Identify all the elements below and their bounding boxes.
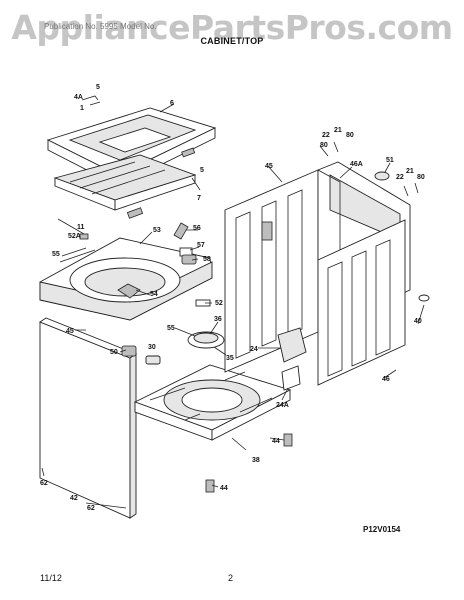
callout-55: 55	[52, 251, 60, 258]
callout-50: 50	[110, 349, 118, 356]
callout-52a: 52A	[68, 233, 81, 240]
screws[interactable]	[319, 141, 419, 197]
callout-53: 53	[153, 227, 161, 234]
callout-40: 40	[414, 318, 422, 325]
model-line: Publication No. 5995 Model No.	[44, 22, 157, 31]
lid-switch[interactable]	[121, 345, 161, 365]
page-number: 2	[228, 573, 234, 583]
small-hardware[interactable]	[173, 222, 211, 307]
callout-62a: 62	[40, 480, 48, 487]
callout-57: 57	[197, 242, 205, 249]
callout-45b: 45	[265, 163, 273, 170]
callout-55b: 55	[167, 325, 175, 332]
callout-22b: 22	[396, 174, 404, 181]
callout-5: 5	[96, 84, 100, 91]
callout-56: 56	[193, 225, 201, 232]
top-panel[interactable]	[39, 237, 213, 321]
callout-24a: 24A	[276, 402, 289, 409]
callout-54: 54	[150, 291, 158, 298]
feet-and-plugs[interactable]	[205, 171, 430, 493]
callout-80b: 80	[320, 142, 328, 149]
watermark: AppliancePartsPros.com	[11, 8, 453, 47]
footer-date: 11/12	[40, 573, 62, 583]
callout-4a: 4A	[74, 94, 83, 101]
callout-1: 1	[80, 105, 84, 112]
callout-58: 58	[203, 256, 211, 263]
left-side-panel[interactable]	[224, 169, 319, 373]
callout-44b: 44	[220, 485, 228, 492]
cabinet-base[interactable]	[133, 364, 292, 441]
callout-45a: 45	[66, 328, 74, 335]
callout-38: 38	[252, 457, 260, 464]
callout-62b: 62	[87, 505, 95, 512]
callout-80a: 80	[346, 132, 354, 139]
reference-code: P12V0154	[363, 525, 401, 534]
callout-42: 42	[70, 495, 78, 502]
callout-52: 52	[215, 300, 223, 307]
callout-5b: 5	[200, 167, 204, 174]
callout-6: 6	[170, 100, 174, 107]
callout-46a: 46A	[350, 161, 363, 168]
callout-30: 30	[148, 344, 156, 351]
callout-36: 36	[214, 316, 222, 323]
mounting-bracket[interactable]	[277, 327, 307, 391]
callout-7: 7	[197, 195, 201, 202]
section-title: CABINET/TOP	[200, 36, 264, 46]
callout-46: 46	[382, 376, 390, 383]
callout-80c: 80	[417, 174, 425, 181]
lid[interactable]	[53, 154, 197, 211]
front-panel[interactable]	[39, 317, 137, 519]
callout-21b: 21	[406, 168, 414, 175]
callout-22a: 22	[322, 132, 330, 139]
callout-35: 35	[226, 355, 234, 362]
leader-lines	[41, 103, 425, 509]
callout-21a: 21	[334, 127, 342, 134]
callout-44a: 44	[272, 438, 280, 445]
pulley[interactable]	[187, 331, 225, 349]
callout-11: 11	[77, 224, 85, 231]
callout-24: 24	[250, 346, 258, 353]
callout-51: 51	[386, 157, 394, 164]
right-side-panel[interactable]	[317, 219, 406, 386]
